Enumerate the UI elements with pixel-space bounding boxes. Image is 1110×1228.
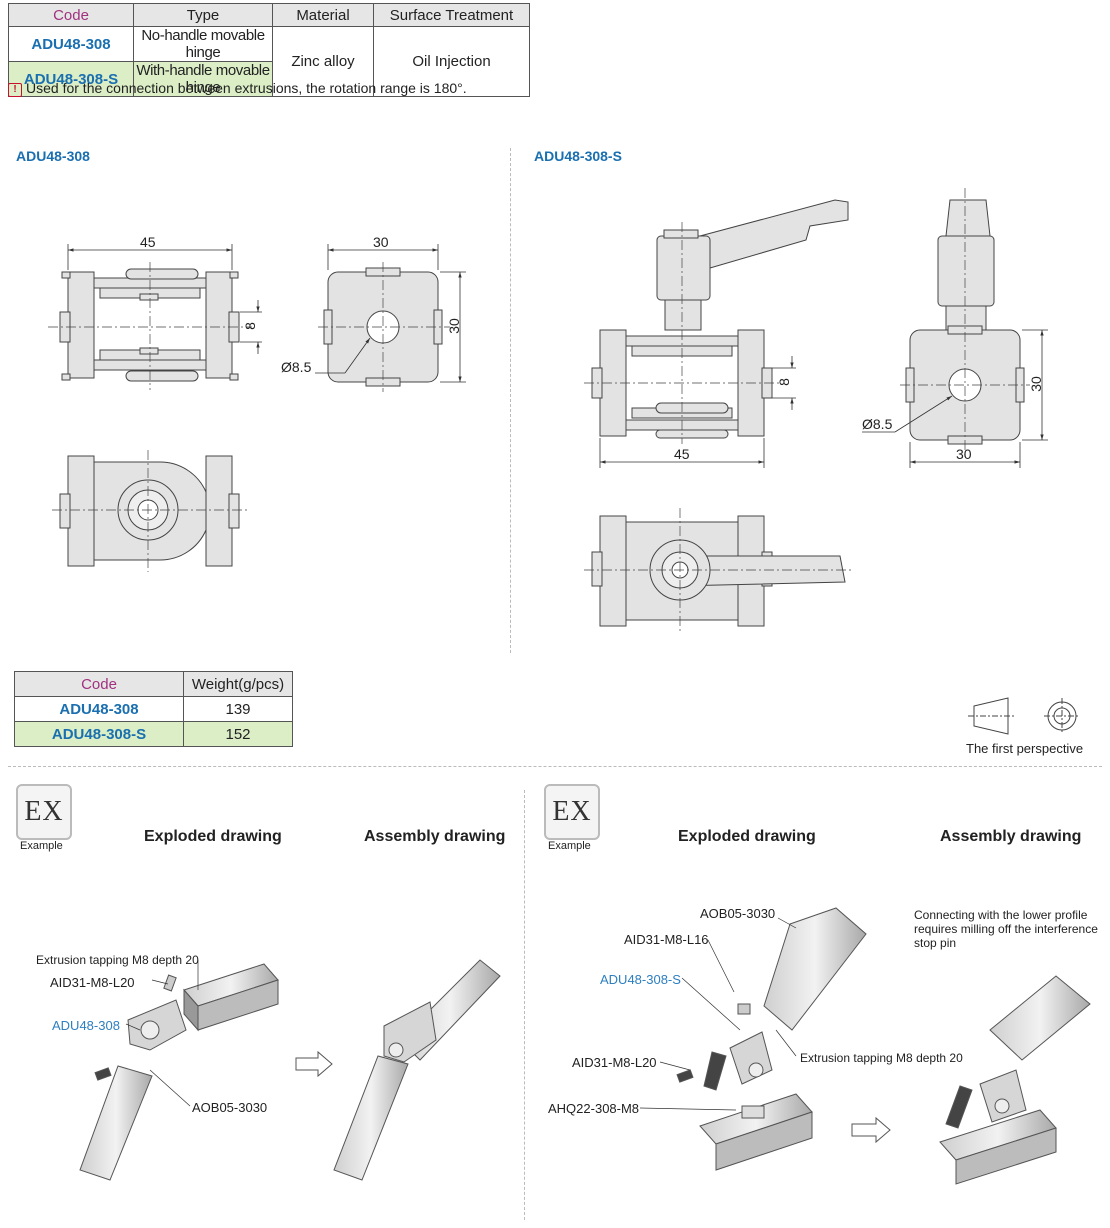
spec-header-code: Code (8, 3, 134, 27)
spec-table: Code Type Material Surface Treatment ADU… (8, 3, 530, 97)
example-divider (524, 790, 525, 1220)
dim-height-left: 30 (445, 318, 462, 334)
exploded-drawing-title: Exploded drawing (144, 828, 282, 845)
weight-table: Code Weight(g/pcs) ADU48-308 139 ADU48-3… (14, 671, 293, 747)
dim-width-right: 45 (674, 446, 690, 462)
dim-hole-left: Ø8.5 (281, 359, 312, 375)
dim-hole-right: Ø8.5 (862, 416, 893, 432)
weight-code: ADU48-308-S (14, 721, 184, 747)
right-assembly-drawing (939, 975, 1091, 1185)
example-label: Example (548, 840, 591, 852)
dim-slot-right: 8 (775, 378, 792, 386)
weight-header-code: Code (14, 671, 184, 697)
spec-header-surface: Surface Treatment (373, 3, 530, 27)
left-assembly-drawing (333, 959, 501, 1181)
dim-side-right: 30 (956, 446, 972, 462)
weight-header-weight: Weight(g/pcs) (183, 671, 293, 697)
screw-bottom-label: AID31-M8-L20 (572, 1055, 657, 1070)
left-top-view (59, 455, 240, 567)
technical-drawings (48, 188, 1048, 634)
section-divider (510, 148, 511, 653)
perspective-label: The first perspective (966, 741, 1084, 756)
dim-width-left: 45 (140, 234, 156, 250)
right-side-view (905, 199, 1025, 445)
profile-label: AOB05-3030 (700, 906, 776, 921)
part-label: ADU48-308-S (600, 972, 681, 987)
milling-note: Connecting with the lower profile requir… (914, 908, 1098, 950)
section-title-right: ADU48-308-S (534, 148, 622, 164)
usage-note-text: Used for the connection between extrusio… (26, 80, 467, 96)
handle-label: AHQ22-308-M8 (548, 1101, 640, 1116)
dim-side-left: 30 (373, 234, 389, 250)
example-illustrations (79, 907, 1091, 1185)
dim-height-right: 30 (1027, 376, 1044, 392)
screw-label: AID31-M8-L20 (50, 975, 135, 990)
spec-surface: Oil Injection (373, 26, 530, 97)
right-top-view (591, 515, 846, 627)
spec-code: ADU48-308-S (8, 61, 134, 97)
tapping-label: Extrusion tapping M8 depth 20 (36, 953, 199, 967)
part-label: ADU48-308 (52, 1018, 120, 1033)
exclamation-icon: ! (8, 83, 22, 97)
profile-label: AOB05-3030 (192, 1100, 268, 1115)
spec-type: No-handle movable hinge (133, 26, 273, 62)
example-label: Example (20, 840, 63, 852)
tapping-label: Extrusion tapping M8 depth 20 (800, 1051, 963, 1065)
section-title-left: ADU48-308 (16, 148, 90, 164)
assembly-drawing-title: Assembly drawing (940, 828, 1082, 845)
dim-slot-left: 8 (241, 322, 258, 330)
assembly-arrow-icon (295, 1050, 333, 1078)
left-front-view (59, 268, 240, 382)
usage-note: ! Used for the connection between extrusi… (8, 80, 467, 97)
example-badge: EX (16, 784, 72, 840)
assembly-drawing-title: Assembly drawing (364, 828, 506, 845)
screw-top-label: AID31-M8-L16 (624, 932, 709, 947)
first-perspective-icon (968, 697, 1080, 735)
spec-code: ADU48-308 (8, 26, 134, 62)
right-front-view (591, 199, 849, 439)
weight-value: 139 (183, 696, 293, 722)
example-badge: EX (544, 784, 600, 840)
exploded-drawing-title: Exploded drawing (678, 828, 816, 845)
weight-code: ADU48-308 (14, 696, 184, 722)
section-divider-horizontal (8, 766, 1102, 767)
right-exploded-drawing (676, 907, 867, 1171)
weight-value: 152 (183, 721, 293, 747)
assembly-arrow-icon (851, 1116, 891, 1144)
left-exploded-drawing (79, 963, 279, 1181)
spec-type: With-handle movable hinge (133, 61, 273, 97)
